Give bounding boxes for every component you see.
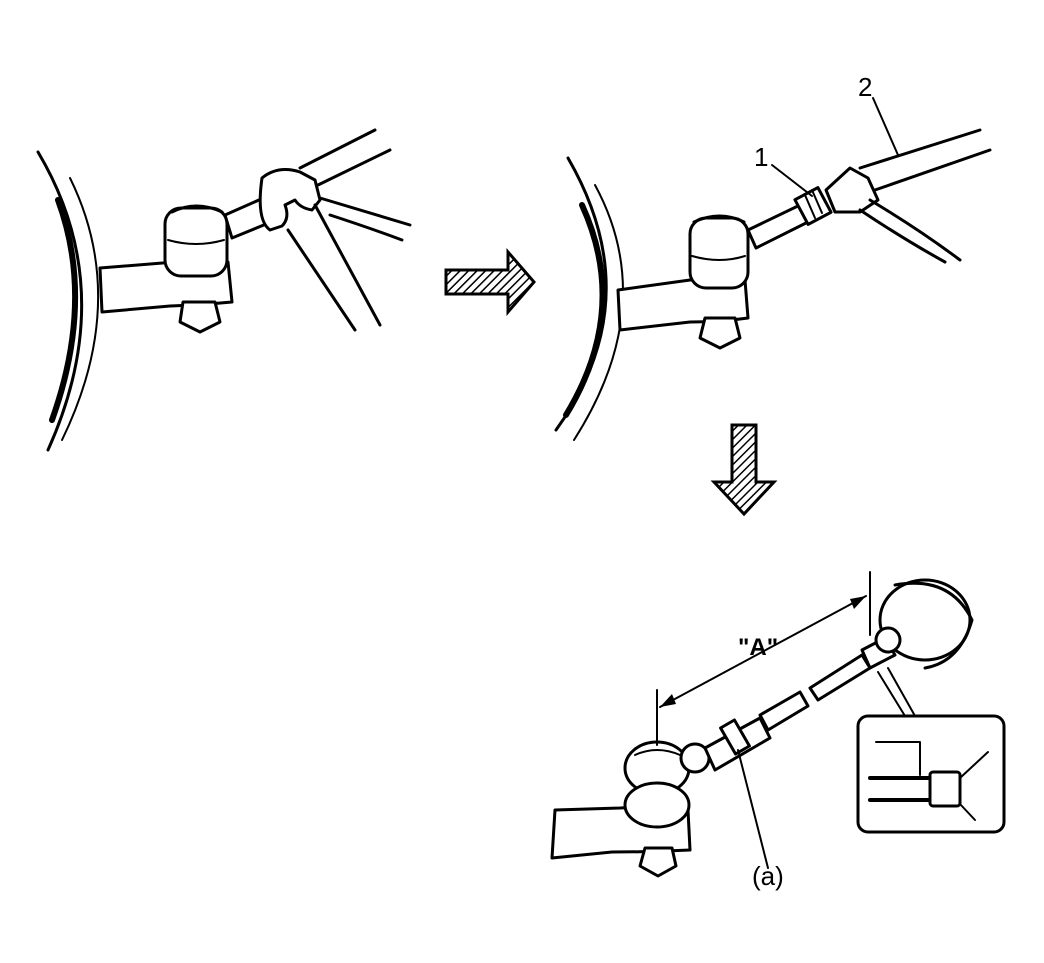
dimension-a: "A" (656, 571, 871, 746)
lock-nut-label-a: (a) (752, 861, 784, 891)
dimension-label-a: "A" (738, 634, 778, 661)
wheel-rim-2 (554, 156, 624, 441)
panel-1-loosen-lock-nut (36, 128, 412, 452)
tie-rod-end-3 (623, 740, 691, 878)
part-label-2: 2 (858, 72, 872, 102)
wheel-rim-1 (36, 150, 100, 452)
arrow-right-icon (444, 247, 536, 317)
panel-3-measure-length: "A" (a) (550, 571, 1006, 891)
lock-nut-1 (746, 186, 833, 250)
wrench-icon (258, 168, 412, 332)
arrow-down-icon (710, 423, 778, 517)
lock-nut-a (719, 718, 769, 869)
panel-2-turn-tie-rod: 1 2 (554, 72, 992, 441)
tie-rod-2 (824, 128, 992, 264)
tie-rod-end-2 (688, 214, 750, 350)
leader-line-2 (872, 97, 899, 156)
leader-line-1 (771, 164, 813, 197)
steering-gear-boot (874, 578, 974, 670)
tie-rod-end-1 (163, 204, 229, 334)
part-label-1: 1 (754, 142, 768, 172)
detail-callout-box (856, 667, 1006, 834)
tie-rod-3 (679, 636, 897, 774)
